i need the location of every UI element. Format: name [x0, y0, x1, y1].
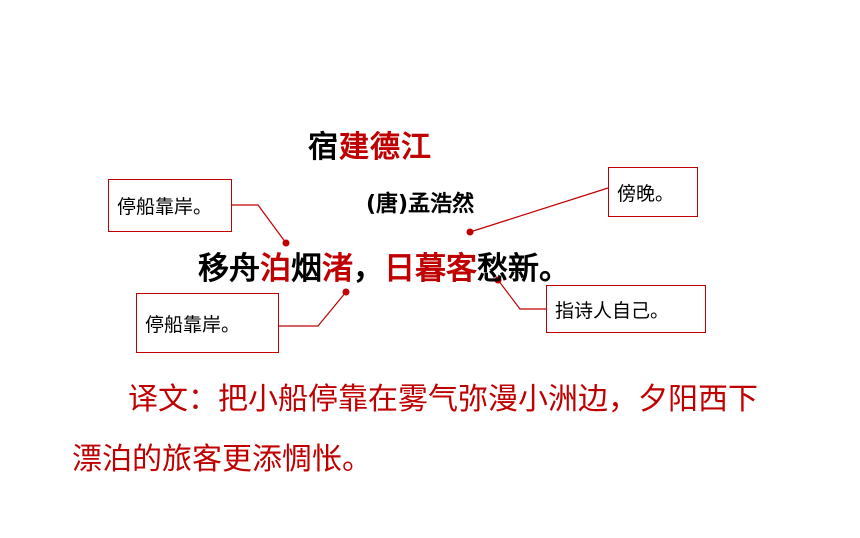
- translation-line-2: 漂泊的旅客更添惆怅。: [72, 442, 372, 477]
- callout-line-zhu: [279, 291, 347, 327]
- verse-word-zhu: 渚: [322, 251, 353, 287]
- callout-line-ke: [497, 279, 546, 310]
- callout-dot-bo: [282, 239, 290, 247]
- callout-dot-ke: [494, 276, 502, 284]
- title-plain: 宿: [308, 130, 339, 165]
- verse-part-3: 烟: [291, 251, 322, 287]
- verse-word-rimuke: 日暮客: [384, 251, 477, 287]
- verse-part-7: 愁新。: [477, 251, 570, 287]
- callout-dot-zhu: [342, 288, 350, 296]
- note-bo: 停船靠岸。: [108, 179, 232, 232]
- poem-title: 宿建德江: [308, 122, 432, 166]
- note-zhu: 停船靠岸。: [136, 293, 279, 353]
- callout-line-rimu: [469, 187, 609, 233]
- callout-dot-rimu: [466, 228, 474, 236]
- translation-line-1: 译文：把小船停靠在雾气弥漫小洲边，夕阳西下: [128, 382, 758, 417]
- verse-comma: ，: [353, 251, 384, 287]
- note-ke: 指诗人自己。: [546, 285, 706, 333]
- verse-word-bo: 泊: [260, 251, 291, 287]
- verse-part-1: 移舟: [198, 251, 260, 287]
- note-rimu: 傍晚。: [608, 167, 698, 217]
- poem-verse: 移舟泊烟渚，日暮客愁新。: [198, 243, 570, 288]
- callout-line-bo: [232, 204, 287, 244]
- title-highlight: 建德江: [339, 130, 432, 165]
- poem-author: (唐)孟浩然: [366, 192, 475, 217]
